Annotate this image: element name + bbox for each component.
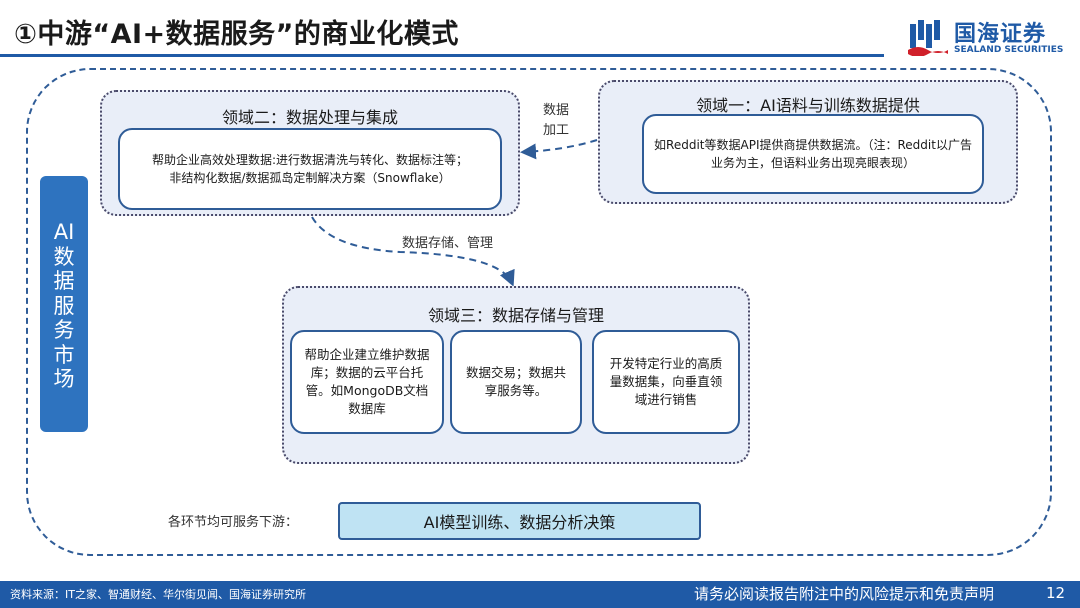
domain-two-line-1: 帮助企业高效处理数据:进行数据清洗与转化、数据标注等； <box>151 153 469 167</box>
domain-three-panel: 领域三：数据存储与管理 帮助企业建立维护数据库；数据的云平台托管。如MongoD… <box>282 286 750 464</box>
domain-two-line-2: 非结构化数据/数据孤岛定制解决方案（Snowflake） <box>169 171 451 185</box>
downstream-box: AI模型训练、数据分析决策 <box>338 502 701 540</box>
domain-two-panel: 领域二：数据处理与集成 帮助企业高效处理数据:进行数据清洗与转化、数据标注等； … <box>100 90 520 216</box>
arrow-label-processing-line-1: 数据 <box>543 103 570 118</box>
domain-three-title: 领域三：数据存储与管理 <box>427 306 604 325</box>
logo-chinese-name: 国海证券 <box>954 22 1047 47</box>
arrow-label-storage: 数据存储、管理 <box>402 236 494 251</box>
market-frame <box>26 68 1052 556</box>
logo-english-name: SEALAND SECURITIES <box>954 45 1064 55</box>
page-number: 12 <box>1046 584 1066 602</box>
domain-one-panel: 领域一：AI语料与训练数据提供 如Reddit等数据API提供商提供数据流。（注… <box>598 80 1018 204</box>
domain-three-card-trading-text: 数据交易；数据共享服务等。 <box>465 365 566 398</box>
side-label-char: 服 <box>53 293 75 318</box>
title-underline <box>0 54 884 57</box>
domain-three-card-datasets-text: 开发特定行业的高质量数据集，向垂直领域进行销售 <box>609 356 723 407</box>
side-label-char: 数 <box>53 244 75 269</box>
footer-disclaimer: 请务必阅读报告附注中的风险提示和免责声明 <box>694 585 995 603</box>
sealand-logo-icon <box>908 20 948 56</box>
domain-one-card: 如Reddit等数据API提供商提供数据流。（注：Reddit以广告业务为主，但… <box>642 114 984 194</box>
arrow-label-processing-line-2: 加工 <box>543 123 570 138</box>
company-logo: 国海证券 SEALAND SECURITIES <box>908 16 1068 60</box>
domain-two-card: 帮助企业高效处理数据:进行数据清洗与转化、数据标注等； 非结构化数据/数据孤岛定… <box>118 128 502 210</box>
side-label-char: 市 <box>53 342 75 367</box>
footer-source: 资料来源：IT之家、智通财经、华尔街见闻、国海证券研究所 <box>10 588 306 601</box>
domain-one-text: 如Reddit等数据API提供商提供数据流。（注：Reddit以广告业务为主，但… <box>654 138 972 170</box>
side-label-char: 务 <box>53 318 75 342</box>
side-label-char: 场 <box>53 367 75 391</box>
domain-three-card-database: 帮助企业建立维护数据库；数据的云平台托管。如MongoDB文档数据库 <box>290 330 444 434</box>
domain-three-card-trading: 数据交易；数据共享服务等。 <box>450 330 582 434</box>
domain-two-title: 领域二：数据处理与集成 <box>221 108 398 127</box>
side-label-char: AI <box>53 220 75 244</box>
page-title: ①中游“AI+数据服务”的商业化模式 <box>14 19 459 50</box>
downstream-prefix: 各环节均可服务下游： <box>168 515 299 530</box>
footer-bar <box>0 581 1080 608</box>
domain-three-card-database-text: 帮助企业建立维护数据库；数据的云平台托管。如MongoDB文档数据库 <box>304 347 430 416</box>
arrow-label-processing: 数据 加工 <box>543 101 569 141</box>
domain-three-card-datasets: 开发特定行业的高质量数据集，向垂直领域进行销售 <box>592 330 740 434</box>
side-label-char: 据 <box>53 269 75 293</box>
domain-one-title: 领域一：AI语料与训练数据提供 <box>696 96 920 115</box>
